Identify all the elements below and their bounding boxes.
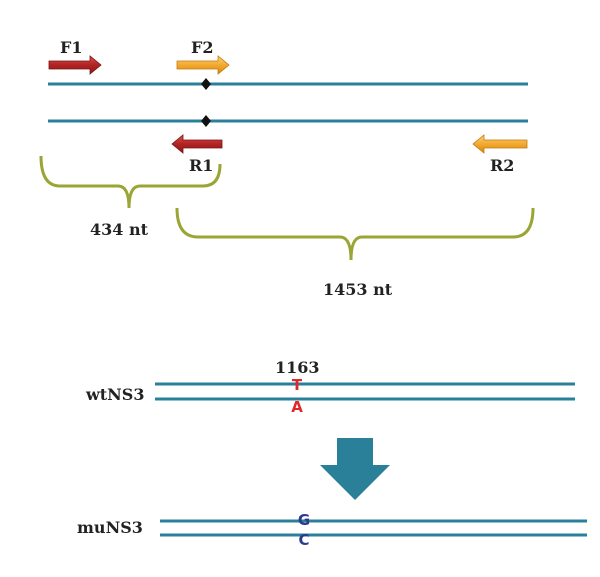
primer-f1-arrow bbox=[48, 55, 102, 75]
fragment-434-bracket bbox=[39, 155, 222, 209]
primer-r1-arrow bbox=[171, 134, 223, 154]
fragment-1453-label: 1453 nt bbox=[323, 280, 393, 299]
mutant-label: muNS3 bbox=[77, 518, 143, 537]
primer-r1-label: R1 bbox=[189, 156, 213, 175]
primer-f2-label: F2 bbox=[191, 38, 214, 57]
mutation-site-marker-top bbox=[201, 78, 211, 90]
primer-f1-label: F1 bbox=[60, 38, 83, 57]
wild-type-label: wtNS3 bbox=[85, 385, 144, 404]
fragment-1453-bracket bbox=[175, 207, 535, 261]
wild-top-base: T bbox=[292, 376, 303, 394]
mutant-bottom-base: C bbox=[298, 531, 309, 549]
fragment-434-label: 434 nt bbox=[90, 220, 149, 239]
primer-r2-label: R2 bbox=[490, 156, 514, 175]
primer-r2-arrow bbox=[472, 134, 528, 154]
down-arrow-icon bbox=[320, 438, 390, 500]
mutant-top-base: G bbox=[298, 511, 310, 529]
mutation-position-label: 1163 bbox=[275, 358, 320, 377]
mutation-site-marker-bottom bbox=[201, 115, 211, 127]
wild-bottom-base: A bbox=[291, 398, 303, 416]
primer-f2-arrow bbox=[176, 55, 230, 75]
